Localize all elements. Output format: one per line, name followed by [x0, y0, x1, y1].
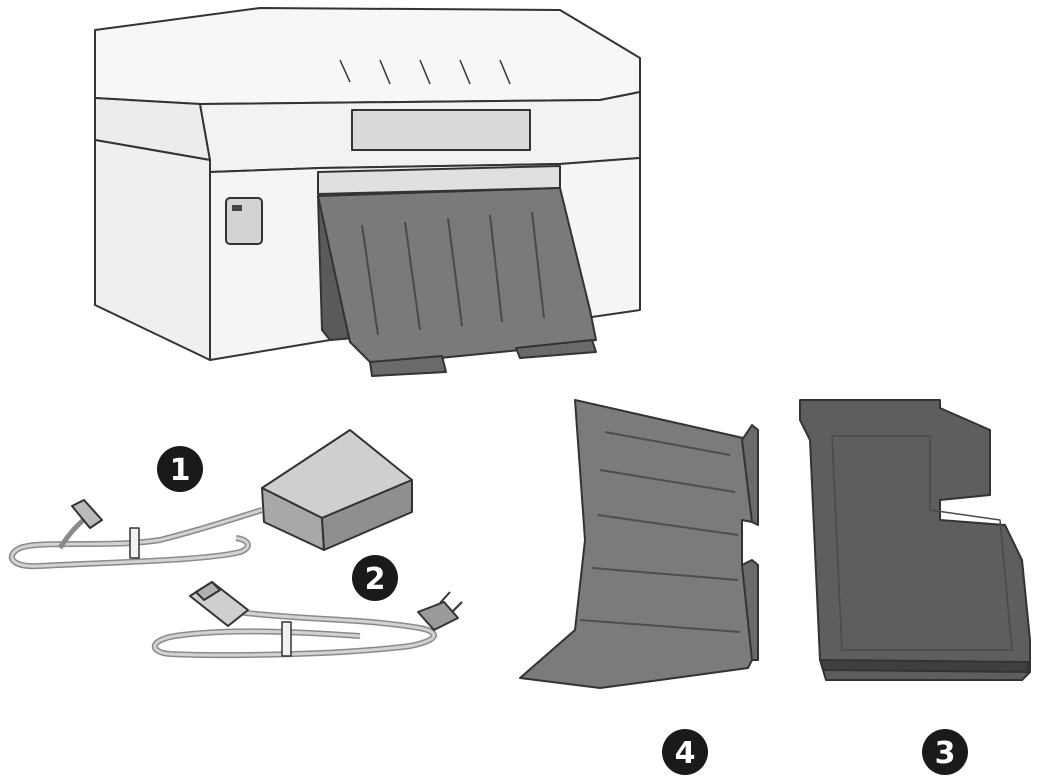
printer-lid-vents [339, 59, 511, 85]
ac-plug-prong-2 [451, 601, 463, 613]
callout-4: 4 [662, 729, 708, 775]
callout-1-label: 1 [170, 453, 191, 488]
callout-1: 1 [157, 446, 203, 492]
dc-cable-tie [129, 527, 140, 559]
printer-tray-ribs [361, 211, 545, 336]
media-tray-body [799, 399, 1031, 681]
media-tray-illustration [799, 399, 1031, 681]
printer-output-tray [317, 187, 597, 365]
media-tray-inner-rail [831, 435, 1013, 651]
ac-power-cord-illustration [151, 581, 463, 659]
callout-2: 2 [352, 555, 398, 601]
media-tray-edge [819, 659, 1029, 673]
output-tray-lip-top [741, 424, 759, 526]
dc-plug [71, 499, 103, 529]
printer-illustration [94, 7, 641, 377]
printer-tray-foot-left [369, 355, 447, 377]
callout-2-label: 2 [365, 562, 386, 597]
output-tray-illustration [519, 399, 759, 689]
ac-wall-plug [417, 601, 459, 631]
output-tray-lip-bottom [741, 559, 759, 661]
ac-plug-prong-1 [439, 591, 451, 604]
printer-power-button [232, 205, 242, 211]
callout-4-label: 4 [675, 736, 696, 771]
printer-display-window [351, 109, 531, 151]
callout-3-label: 3 [935, 736, 956, 771]
ac-cord-tie [281, 621, 292, 657]
output-tray-ribs [579, 431, 741, 633]
printer-control-panel [225, 197, 263, 245]
callout-3: 3 [922, 729, 968, 775]
output-tray-body [519, 399, 753, 689]
power-adapter-illustration [8, 429, 413, 570]
printer-top-lid [94, 7, 641, 105]
printer-tray-foot-right [515, 339, 597, 359]
adapter-side-face [321, 479, 413, 551]
